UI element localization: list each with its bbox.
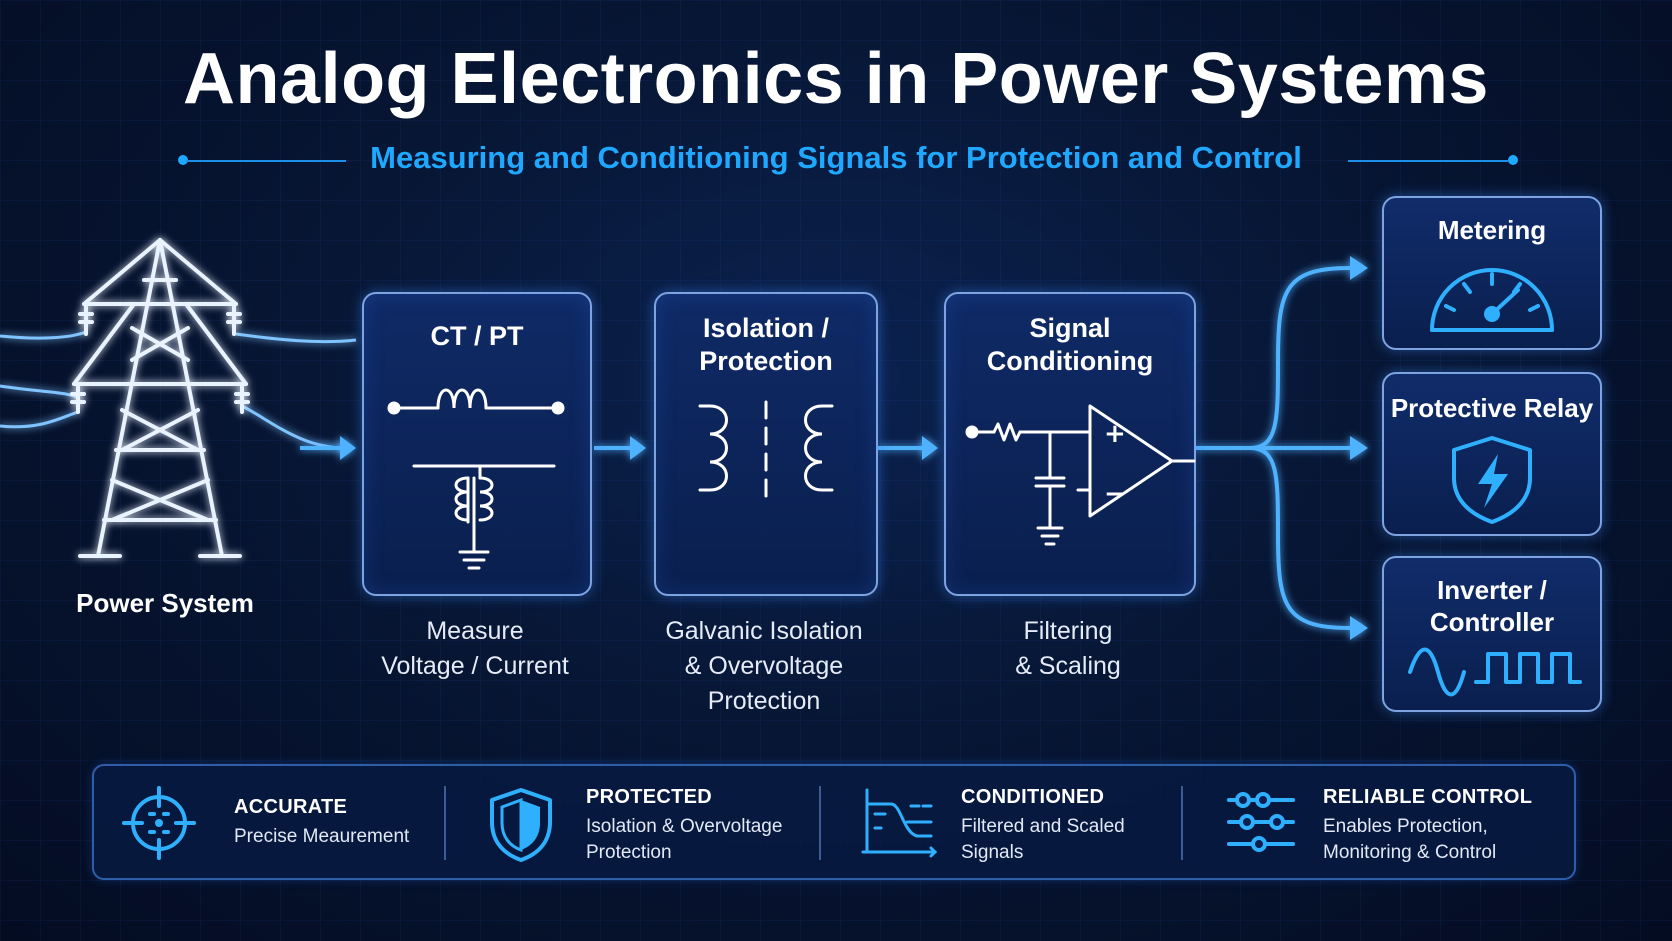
gauge-icon: [1430, 268, 1554, 332]
feature-accurate: ACCURATE Precise Meaurement: [94, 766, 444, 878]
subtitle-right-dot: [1508, 155, 1518, 165]
stage-signal-conditioning-title-line-1: Signal: [1029, 313, 1111, 343]
power-line-5: [241, 404, 347, 450]
stage-isolation-title-line-1: Isolation /: [702, 313, 829, 343]
feature-separator-3: [1181, 786, 1183, 860]
feature-conditioned-desc-line-2: Signals: [961, 842, 1024, 863]
feature-protected-title: PROTECTED: [586, 786, 713, 808]
filter-curve-icon: [861, 788, 938, 858]
arrow-head-isolation-to-conditioning: [922, 436, 938, 460]
feature-protected-desc-line-1: Isolation & Overvoltage: [586, 816, 783, 837]
feature-accurate-desc: Precise Meaurement: [234, 824, 409, 850]
subtitle-left-dot: [178, 155, 188, 165]
stage-ct-pt-caption-line-2: Voltage / Current: [381, 652, 569, 680]
page-subtitle: Measuring and Conditioning Signals for P…: [370, 140, 1302, 175]
stage-signal-conditioning-caption: Filtering & Scaling: [944, 614, 1192, 684]
feature-accurate-desc-line-1: Precise Meaurement: [234, 826, 410, 847]
feature-conditioned-desc-line-1: Filtered and Scaled: [961, 816, 1125, 837]
subtitle-left-line: [186, 160, 346, 162]
subtitle-right-line: [1348, 160, 1508, 162]
feature-conditioned: CONDITIONED Filtered and Scaled Signals: [821, 766, 1171, 878]
sliders-icon: [1227, 792, 1295, 852]
stage-signal-conditioning-caption-line-2: & Scaling: [1015, 652, 1121, 680]
opamp-plus-sign: +: [1104, 419, 1126, 449]
stage-ct-pt: CT / PT: [362, 292, 592, 596]
power-line-3: [0, 410, 79, 429]
output-inverter-controller-title: Inverter / Controller: [1384, 574, 1600, 638]
power-line-2: [0, 384, 79, 400]
stage-ct-pt-caption: Measure Voltage / Current: [352, 614, 598, 684]
stage-isolation-caption-line-1: Galvanic Isolation: [665, 617, 863, 645]
feature-conditioned-desc: Filtered and Scaled Signals: [961, 814, 1125, 866]
arrow-head-relay: [1350, 436, 1368, 460]
output-inverter-controller-title-line-1: Inverter /: [1437, 575, 1547, 605]
subtitle-row: Measuring and Conditioning Signals for P…: [0, 140, 1672, 180]
feature-bar: ACCURATE Precise Meaurement PROTECTED Is…: [92, 764, 1576, 880]
output-inverter-controller: Inverter / Controller: [1382, 556, 1602, 712]
stage-signal-conditioning: Signal Conditioning + −: [944, 292, 1196, 596]
stage-ct-pt-caption-line-1: Measure: [426, 617, 524, 645]
stage-isolation-caption-line-2: & Overvoltage: [684, 652, 844, 680]
output-protective-relay: Protective Relay: [1382, 372, 1602, 536]
stage-ct-pt-title: CT / PT: [430, 321, 524, 351]
sine-square-wave-icon: [1408, 647, 1582, 697]
feature-reliable-control-desc: Enables Protection, Monitoring & Control: [1323, 814, 1496, 866]
feature-reliable-control: RELIABLE CONTROL Enables Protection, Mon…: [1183, 766, 1574, 878]
stage-signal-conditioning-caption-line-1: Filtering: [1023, 617, 1113, 645]
branch-to-metering: [1249, 266, 1351, 450]
stage-isolation-title-line-2: Protection: [699, 346, 833, 376]
feature-separator-2: [819, 786, 821, 860]
stage-isolation-title: Isolation / Protection: [656, 312, 876, 378]
shield-icon: [490, 788, 552, 862]
power-line-4: [235, 332, 357, 344]
output-metering-title: Metering: [1437, 215, 1547, 245]
feature-protected-desc-line-2: Protection: [586, 842, 672, 863]
opamp-minus-sign: −: [1104, 479, 1126, 509]
arrow-head-ct-to-isolation: [630, 436, 646, 460]
crosshair-icon: [122, 786, 196, 860]
arrow-head-source-to-ct: [340, 436, 356, 460]
stage-signal-conditioning-title: Signal Conditioning: [946, 312, 1194, 378]
shield-bolt-icon: [1452, 436, 1532, 524]
feature-reliable-control-title: RELIABLE CONTROL: [1323, 786, 1533, 808]
power-line-1: [0, 330, 87, 340]
output-inverter-controller-title-line-2: Controller: [1429, 607, 1555, 637]
feature-separator-1: [444, 786, 446, 860]
power-system-label: Power System: [76, 588, 254, 618]
stage-isolation: Isolation / Protection: [654, 292, 878, 596]
stage-signal-conditioning-title-line-2: Conditioning: [986, 346, 1154, 376]
transformer-icon: [387, 388, 565, 570]
stage-isolation-caption-line-3: Protection: [707, 687, 821, 715]
feature-reliable-control-desc-line-1: Enables Protection,: [1323, 816, 1488, 837]
isolation-transformer-icon: [698, 400, 834, 498]
output-metering: Metering: [1382, 196, 1602, 350]
branch-to-controller: [1249, 446, 1351, 630]
stage-isolation-caption: Galvanic Isolation & Overvoltage Protect…: [634, 614, 894, 719]
arrow-head-controller: [1350, 616, 1368, 640]
feature-conditioned-title: CONDITIONED: [961, 786, 1105, 808]
feature-protected-desc: Isolation & Overvoltage Protection: [586, 814, 782, 866]
page-title: Analog Electronics in Power Systems: [183, 39, 1489, 119]
arrow-head-metering: [1350, 256, 1368, 280]
feature-protected: PROTECTED Isolation & Overvoltage Protec…: [446, 766, 791, 878]
transmission-tower-icon: [70, 238, 250, 558]
op-amp-filter-icon: + −: [965, 404, 1196, 546]
feature-reliable-control-desc-line-2: Monitoring & Control: [1323, 842, 1497, 863]
feature-accurate-title: ACCURATE: [234, 796, 348, 818]
output-protective-relay-title: Protective Relay: [1390, 393, 1594, 423]
